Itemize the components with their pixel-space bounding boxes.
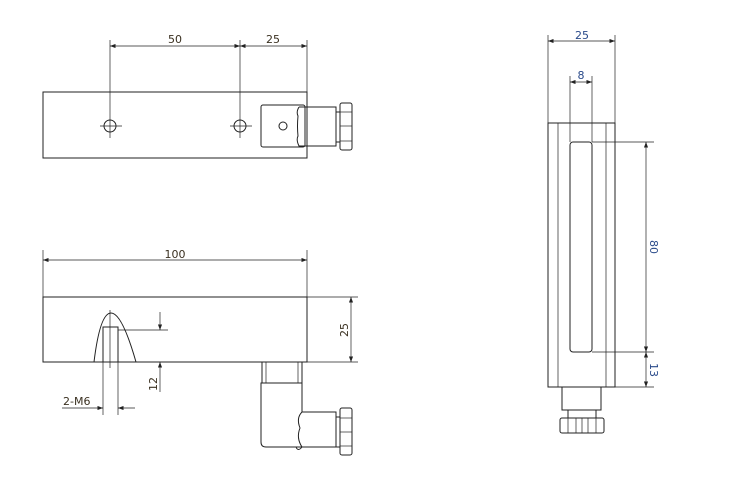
mounting-hole — [103, 119, 117, 133]
side-view: 25 8 80 13 — [547, 29, 660, 434]
dim-length: 100 — [165, 248, 186, 261]
dim-hole-spacing: 50 — [168, 33, 182, 46]
connector — [260, 102, 353, 151]
dim-slot-width: 8 — [578, 69, 585, 82]
dim-hole-to-end: 25 — [266, 33, 280, 46]
mounting-hole — [233, 119, 247, 133]
front-view: 100 25 12 2-M6 — [42, 248, 358, 456]
connector — [260, 361, 353, 456]
block-outline — [42, 91, 308, 159]
dim-slot-offset: 13 — [647, 363, 660, 377]
sight-slot — [569, 141, 593, 353]
dim-width: 25 — [575, 29, 589, 42]
block-outline — [42, 296, 308, 363]
dim-thread-depth: 12 — [147, 377, 160, 391]
thread-label: 2-M6 — [63, 395, 90, 408]
connector — [559, 386, 605, 434]
dim-height: 25 — [338, 323, 351, 337]
top-view: 50 25 — [42, 33, 353, 159]
thread-section — [93, 310, 137, 415]
dim-slot-length: 80 — [647, 240, 660, 254]
